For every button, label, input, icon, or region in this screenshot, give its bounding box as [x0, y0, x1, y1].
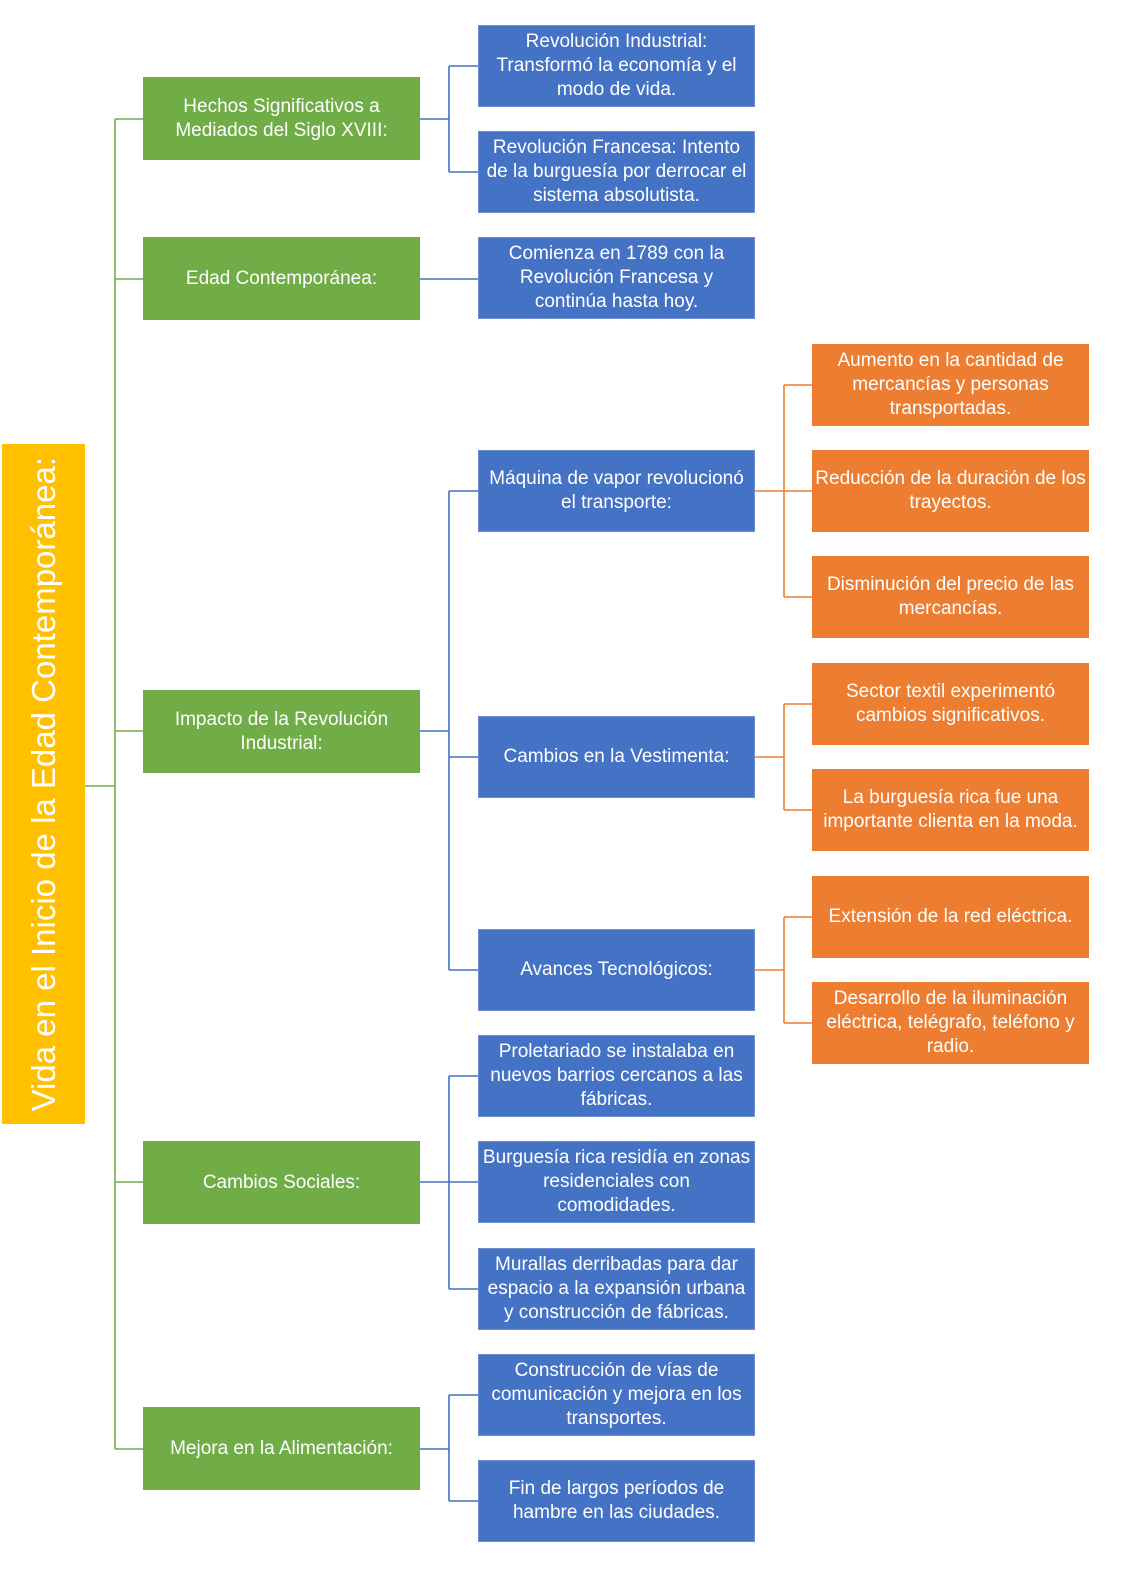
node-revolucion-francesa: Revolución Francesa: Intento de la burgu…: [478, 131, 755, 213]
node-cambios-sociales: Cambios Sociales:: [143, 1141, 420, 1224]
node-label: Sector textil experimentó cambios signif…: [845, 681, 1056, 726]
connector-line: [420, 1075, 478, 1290]
node-label: Murallas derribadas para dar espacio a l…: [487, 1254, 746, 1323]
level2-connectors: [420, 65, 478, 1502]
node-label: Extensión de la red eléctrica.: [828, 906, 1073, 927]
node-label: Comienza en 1789 con la Revolución Franc…: [508, 243, 725, 312]
node-label: Construcción de vías de comunicación y m…: [491, 1360, 742, 1429]
root-title: Vida en el Inicio de la Edad Contemporán…: [24, 456, 62, 1112]
node-sector-textil: Sector textil experimentó cambios signif…: [812, 663, 1089, 745]
node-label: Disminución del precio de las mercancías…: [826, 574, 1075, 619]
node-label: Fin de largos períodos de hambre en las …: [508, 1478, 725, 1523]
node-cambios-vestimenta: Cambios en la Vestimenta:: [478, 716, 755, 798]
node-label: Edad Contemporánea:: [185, 267, 378, 289]
node-disminucion-precio: Disminución del precio de las mercancías…: [812, 556, 1089, 638]
connector-line: [755, 916, 812, 1024]
node-label: Avances Tecnológicos:: [520, 959, 713, 980]
node-avances-tecnologicos: Avances Tecnológicos:: [478, 929, 755, 1011]
connector-line: [420, 490, 478, 971]
node-label: Cambios Sociales:: [202, 1171, 361, 1193]
connector-line: [755, 703, 812, 811]
node-murallas-derribadas: Murallas derribadas para dar espacio a l…: [478, 1248, 755, 1330]
node-label: Cambios en la Vestimenta:: [503, 746, 730, 767]
node-label: Burguesía rica residía en zonas residenc…: [482, 1147, 751, 1216]
node-burguesia-moda: La burguesía rica fue una importante cli…: [812, 769, 1089, 851]
node-comienza-1789: Comienza en 1789 con la Revolución Franc…: [478, 237, 755, 319]
node-label: Mejora en la Alimentación:: [170, 1437, 393, 1459]
node-maquina-de-vapor: Máquina de vapor revolucionó el transpor…: [478, 450, 755, 532]
node-label: Revolución Francesa: Intento de la burgu…: [486, 137, 747, 206]
node-label: Reducción de la duración de los trayecto…: [815, 468, 1086, 513]
node-edad-contemporanea: Edad Contemporánea:: [143, 237, 420, 320]
node-label: Hechos Significativos a Mediados del Sig…: [175, 95, 388, 141]
node-label: Desarrollo de la iluminación eléctrica, …: [826, 988, 1075, 1057]
node-impacto-revolucion-industrial: Impacto de la Revolución Industrial:: [143, 690, 420, 773]
node-vias-comunicacion: Construcción de vías de comunicación y m…: [478, 1354, 755, 1436]
node-label: Aumento en la cantidad de mercancías y p…: [837, 350, 1064, 419]
level1-connectors: [85, 118, 143, 1450]
node-label: Impacto de la Revolución Industrial:: [174, 708, 389, 754]
node-label: La burguesía rica fue una importante cli…: [823, 787, 1078, 832]
node-proletariado: Proletariado se instalaba en nuevos barr…: [478, 1035, 755, 1117]
connector-line: [420, 1394, 478, 1502]
node-revolucion-industrial: Revolución Industrial: Transformó la eco…: [478, 25, 755, 107]
node-iluminacion-electrica: Desarrollo de la iluminación eléctrica, …: [812, 982, 1089, 1064]
node-label: Proletariado se instalaba en nuevos barr…: [490, 1041, 743, 1110]
node-reduccion-trayectos: Reducción de la duración de los trayecto…: [812, 450, 1089, 532]
node-mejora-alimentacion: Mejora en la Alimentación:: [143, 1407, 420, 1490]
node-fin-hambre: Fin de largos períodos de hambre en las …: [478, 1460, 755, 1542]
connector-line: [420, 65, 478, 173]
node-burguesia-rica: Burguesía rica residía en zonas residenc…: [478, 1141, 755, 1223]
level3-connectors: [755, 384, 812, 1024]
connector-line: [755, 384, 812, 598]
node-hechos-significativos: Hechos Significativos a Mediados del Sig…: [143, 77, 420, 160]
node-label: Máquina de vapor revolucionó el transpor…: [489, 468, 744, 513]
node-aumento-mercancias: Aumento en la cantidad de mercancías y p…: [812, 344, 1089, 426]
root-node: Vida en el Inicio de la Edad Contemporán…: [2, 444, 85, 1124]
node-red-electrica: Extensión de la red eléctrica.: [812, 876, 1089, 958]
node-label: Revolución Industrial: Transformó la eco…: [496, 31, 737, 100]
